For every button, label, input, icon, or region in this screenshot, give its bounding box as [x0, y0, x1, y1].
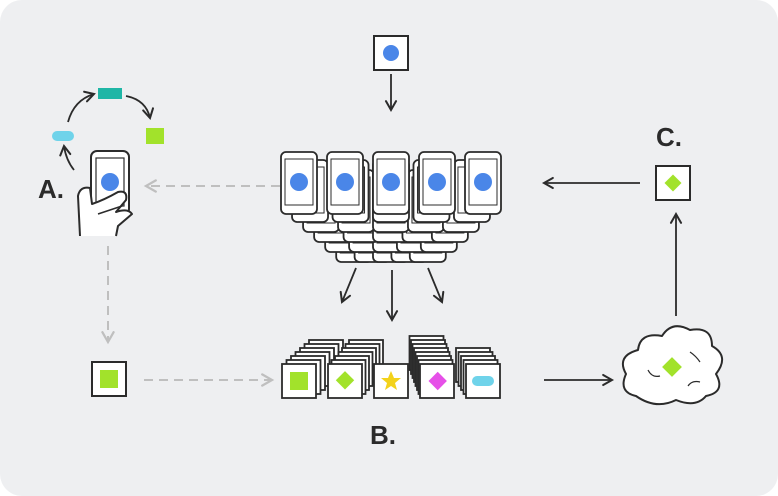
model-dot-icon: [428, 173, 446, 191]
cloud-icon: [622, 325, 723, 406]
model-dot-icon: [382, 173, 400, 191]
front-phone: [372, 151, 410, 215]
green-diamond-icon: [662, 357, 682, 377]
green-diamond-icon: [335, 371, 355, 390]
label-c: C.: [656, 122, 682, 152]
global-model-card: [373, 35, 409, 71]
cyan-pill-icon: [472, 376, 494, 386]
model-dot-icon: [383, 45, 399, 61]
local-update-card: [91, 361, 127, 397]
label-a: A.: [38, 174, 64, 204]
update-card-stacks: [281, 335, 501, 399]
arrow-down-right: [427, 267, 445, 304]
green-square-icon: [290, 372, 308, 390]
model-dot-icon: [290, 173, 308, 191]
model-dot-icon: [336, 173, 354, 191]
green-square-icon: [146, 128, 164, 144]
update-card: [465, 363, 501, 399]
update-card: [373, 363, 409, 399]
front-phone: [326, 151, 364, 215]
magenta-diamond-icon: [428, 371, 447, 391]
arrow-down-left: [339, 267, 357, 304]
front-phone: [418, 151, 456, 215]
cyan-pill-icon: [52, 131, 74, 141]
phone-stack-icon: [280, 151, 502, 263]
label-b: B.: [370, 420, 396, 450]
yellow-star-icon: [381, 371, 401, 390]
teal-rect-icon: [98, 88, 122, 99]
green-square-icon: [100, 370, 118, 388]
hand-holding-phone-icon: [52, 88, 164, 237]
green-diamond-icon: [664, 174, 682, 192]
update-card: [419, 363, 455, 399]
improved-model-card: [655, 165, 691, 201]
model-dot-icon: [474, 173, 492, 191]
front-phone: [464, 151, 502, 215]
update-card: [327, 363, 363, 399]
update-card: [281, 363, 317, 399]
front-phone: [280, 151, 318, 215]
